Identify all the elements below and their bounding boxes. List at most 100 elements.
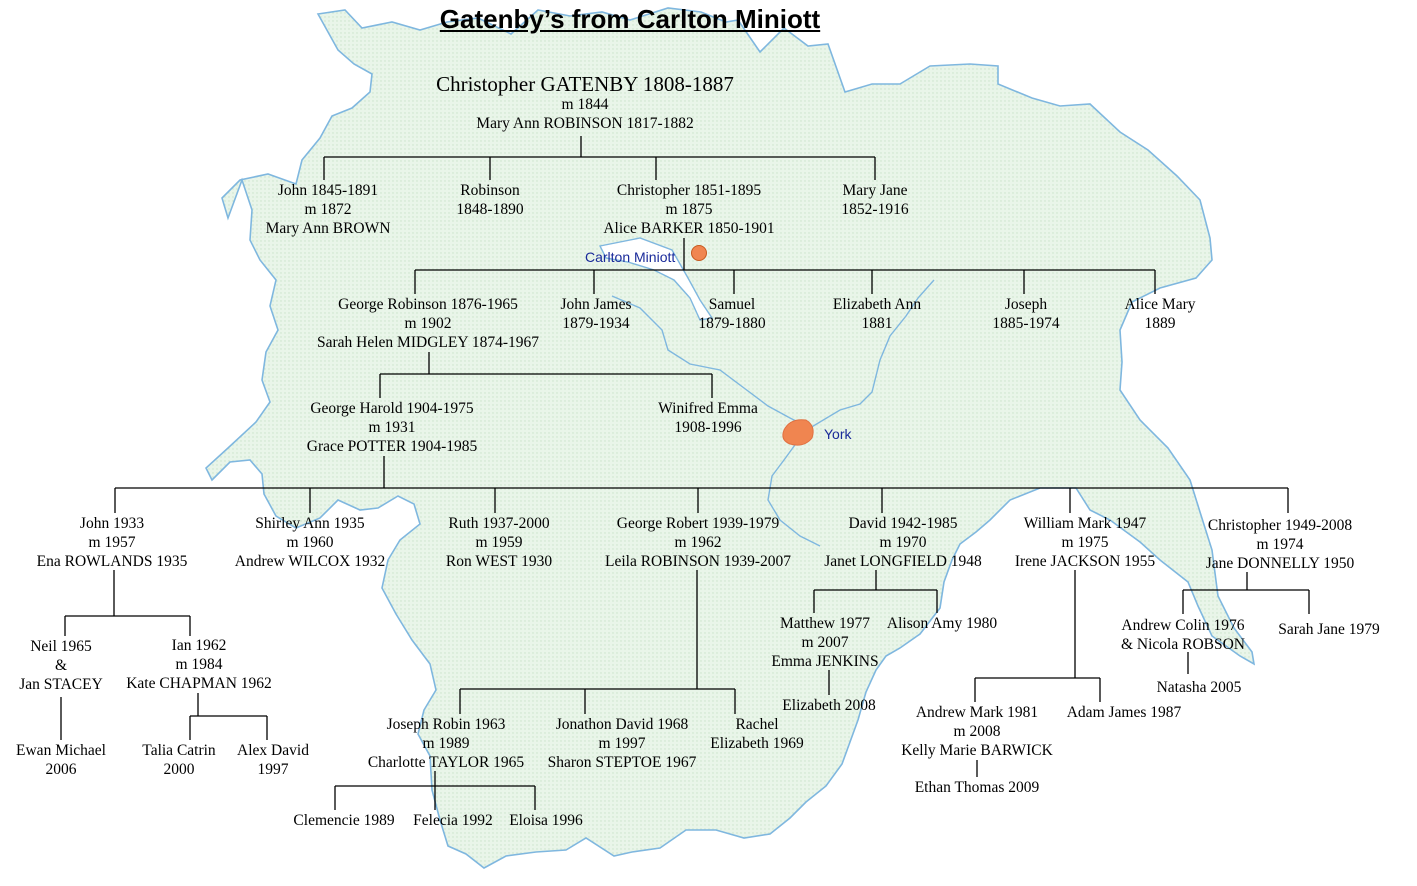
person-line: 2006	[45, 761, 77, 778]
person-line: m 2008	[953, 723, 1001, 740]
person-line: m 1875	[665, 201, 713, 218]
person-line: Jan STACEY	[19, 676, 103, 693]
person-line: Elizabeth 1969	[710, 735, 804, 752]
carlton-miniott-marker	[691, 245, 707, 261]
person-line: Neil 1965	[30, 638, 92, 655]
person-line: 1852-1916	[841, 201, 909, 218]
person-line: Andrew WILCOX 1932	[234, 553, 386, 570]
person-line: Christopher GATENBY 1808-1887	[436, 72, 734, 96]
person-elizabeth-2008: Elizabeth 2008	[782, 696, 875, 715]
person-line: Rachel	[735, 716, 779, 733]
person-line: Charlotte TAYLOR 1965	[367, 754, 525, 771]
person-line: George Robinson 1876-1965	[338, 296, 518, 313]
person-line: m 1974	[1256, 536, 1304, 553]
person-line: m 1931	[368, 419, 416, 436]
person-line: Clemencie 1989	[293, 812, 395, 829]
person-line: Andrew Colin 1976	[1121, 617, 1245, 634]
person-line: 1879-1934	[562, 315, 630, 332]
person-line: 1889	[1144, 315, 1176, 332]
person-line: Sharon STEPTOE 1967	[547, 754, 697, 771]
person-line: Mary Ann ROBINSON 1817-1882	[476, 115, 694, 132]
person-line: 1848-1890	[456, 201, 524, 218]
person-line: William Mark 1947	[1023, 515, 1147, 532]
person-line: George Robert 1939-1979	[616, 515, 780, 532]
person-line: Joseph	[1004, 296, 1048, 313]
person-line: Mary Ann BROWN	[265, 220, 391, 237]
person-line: Elizabeth 2008	[782, 697, 876, 714]
person-line: Kate CHAPMAN 1962	[126, 675, 272, 692]
person-alison-amy-1980: Alison Amy 1980	[887, 614, 997, 633]
person-line: m 1960	[286, 534, 334, 551]
person-line: m 1844	[561, 96, 609, 113]
person-line: Ethan Thomas 2009	[914, 779, 1040, 796]
person-line: m 1970	[879, 534, 927, 551]
tree-connector-lines	[60, 136, 1310, 810]
person-line: Leila ROBINSON 1939-2007	[605, 553, 791, 570]
person-andrew-colin-1976: Andrew Colin 1976 & Nicola ROBSON	[1121, 616, 1245, 654]
person-line: Christopher 1851-1895	[616, 182, 762, 199]
person-john-james-1879: John James 1879-1934	[560, 295, 631, 333]
person-adam-james-1987: Adam James 1987	[1067, 703, 1182, 722]
person-line: m 2007	[801, 634, 849, 651]
person-felecia-1992: Felecia 1992	[413, 811, 493, 830]
person-line: Alex David	[237, 742, 309, 759]
person-line: John 1933	[79, 515, 145, 532]
person-line: 1881	[861, 315, 893, 332]
person-line: Mary Jane	[842, 182, 908, 199]
person-line: Talia Catrin	[142, 742, 216, 759]
person-mary-jane-1852: Mary Jane 1852-1916	[841, 181, 908, 219]
person-line: m 1959	[475, 534, 523, 551]
person-sarah-jane-1979: Sarah Jane 1979	[1278, 620, 1380, 639]
person-robinson-1848: Robinson 1848-1890	[456, 181, 523, 219]
person-line: & Nicola ROBSON	[1121, 636, 1245, 653]
person-line: m 1997	[598, 735, 646, 752]
diagram-title: Gatenby’s from Carlton Miniott	[439, 4, 821, 34]
person-natasha-2005: Natasha 2005	[1157, 678, 1242, 697]
person-line: John James	[560, 296, 632, 313]
person-line: Grace POTTER 1904-1985	[306, 438, 478, 455]
person-line: Andrew Mark 1981	[915, 704, 1039, 721]
person-line: Elizabeth Ann	[832, 296, 922, 313]
person-line: m 1984	[175, 656, 223, 673]
person-line: Sarah Jane 1979	[1278, 621, 1380, 638]
person-line: Ena ROWLANDS 1935	[36, 553, 188, 570]
york-marker	[782, 419, 814, 446]
person-line: Ian 1962	[171, 637, 227, 654]
person-line: Sarah Helen MIDGLEY 1874-1967	[317, 334, 539, 351]
yorkshire-map-outline	[205, 7, 1256, 869]
person-line: Winifred Emma	[658, 400, 758, 417]
person-elizabeth-ann-1881: Elizabeth Ann 1881	[833, 295, 921, 333]
place-label-carlton-miniott: Carlton Miniott	[585, 249, 676, 265]
person-line: Joseph Robin 1963	[386, 716, 506, 733]
person-line: m 1902	[404, 315, 452, 332]
person-line: Ron WEST 1930	[445, 553, 553, 570]
person-line: m 1962	[674, 534, 722, 551]
carlton-inlet	[598, 237, 714, 321]
person-line: Robinson	[460, 182, 520, 199]
person-line: &	[54, 657, 68, 674]
person-line: Adam James 1987	[1066, 704, 1182, 721]
place-label-york: York	[824, 426, 852, 442]
